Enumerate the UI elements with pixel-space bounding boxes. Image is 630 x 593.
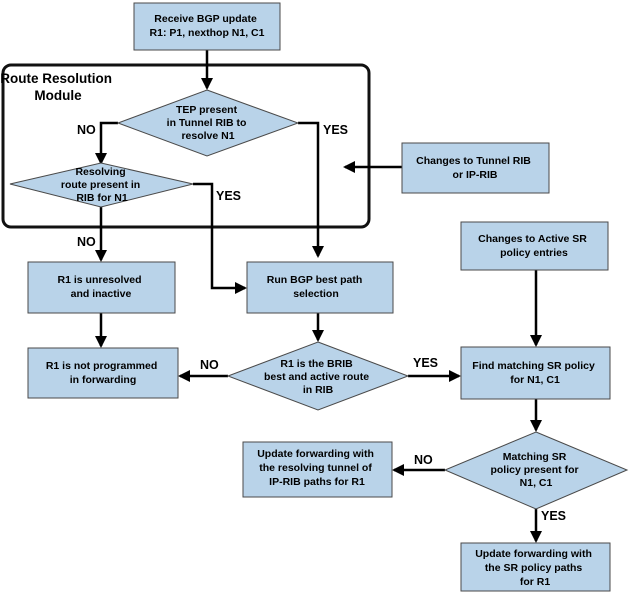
edge-label-tep-yes: YES (323, 123, 348, 137)
changes-tunnel-rib-box: Changes to Tunnel RIB or IP-RIB (401, 142, 550, 194)
tep-present-decision: TEP present in Tunnel RIB to resolve N1 (116, 89, 300, 157)
r1-unresolved-box: R1 is unresolved and inactive (27, 261, 176, 314)
svg-text:Find matching SR policy: Find matching SR policy for N1, C1 (472, 360, 597, 386)
svg-text:R1 is unresolved and ina: R1 is unresolved and inactive (58, 274, 145, 300)
svg-text:R1 is not programmed in: R1 is not programmed in forwarding (46, 360, 160, 386)
svg-text:Update forwarding with t: Update forwarding with the resolving tun… (257, 448, 377, 488)
edge-label-sr-no: NO (414, 453, 433, 467)
find-matching-sr-box: Find matching SR policy for N1, C1 (460, 346, 611, 400)
svg-text:TEP present in Tunnel RI: TEP present in Tunnel RIB to resolve N1 (167, 104, 250, 142)
svg-text:Resolving route present: Resolving route present in RIB for N1 (61, 166, 143, 204)
arrow-resolving-yes (193, 182, 247, 294)
update-forwarding-sr-box: Update forwarding with the SR policy pat… (460, 542, 611, 592)
edge-label-resolving-yes: YES (216, 189, 241, 203)
update-forwarding-tunnel-box: Update forwarding with the resolving tun… (242, 441, 393, 498)
changes-active-sr-box: Changes to Active SR policy entries (460, 221, 609, 271)
svg-text:Changes to Tunnel RIB or: Changes to Tunnel RIB or IP-RIB (416, 155, 534, 181)
arrow-tep-no (95, 121, 118, 165)
svg-text:Matching SR policy prese: Matching SR policy present for N1, C1 (490, 451, 581, 489)
matching-sr-decision: Matching SR policy present for N1, C1 (443, 431, 629, 510)
svg-text:Receive BGP update R1: P: Receive BGP update R1: P1, nexthop N1, C… (150, 13, 265, 39)
module-title: Route Resolution Module (0, 71, 116, 103)
svg-text:R1 is the BRIB best and: R1 is the BRIB best and active route in … (264, 358, 372, 396)
connectors (95, 50, 542, 543)
arrow-tep-yes (298, 121, 324, 258)
edge-label-tep-no: NO (77, 123, 96, 137)
edge-label-resolving-no: NO (77, 235, 96, 249)
run-bgp-best-path-box: Run BGP best path selection (246, 261, 394, 314)
receive-bgp-update-box: Receive BGP update R1: P1, nexthop N1, C… (133, 2, 281, 51)
svg-text:Changes to Active SR pol: Changes to Active SR policy entries (478, 233, 590, 259)
edge-label-sr-yes: YES (541, 509, 566, 523)
edge-label-brib-yes: YES (413, 356, 438, 370)
resolving-route-decision: Resolving route present in RIB for N1 (9, 162, 194, 208)
svg-text:Run BGP best path select: Run BGP best path selection (267, 274, 365, 300)
edge-label-brib-no: NO (200, 358, 219, 372)
route-resolution-module (1, 63, 371, 229)
r1-not-programmed-box: R1 is not programmed in forwarding (27, 347, 179, 399)
brib-best-route-decision: R1 is the BRIB best and active route in … (226, 341, 410, 411)
svg-text:Update forwarding with t: Update forwarding with the SR policy pat… (475, 548, 595, 588)
